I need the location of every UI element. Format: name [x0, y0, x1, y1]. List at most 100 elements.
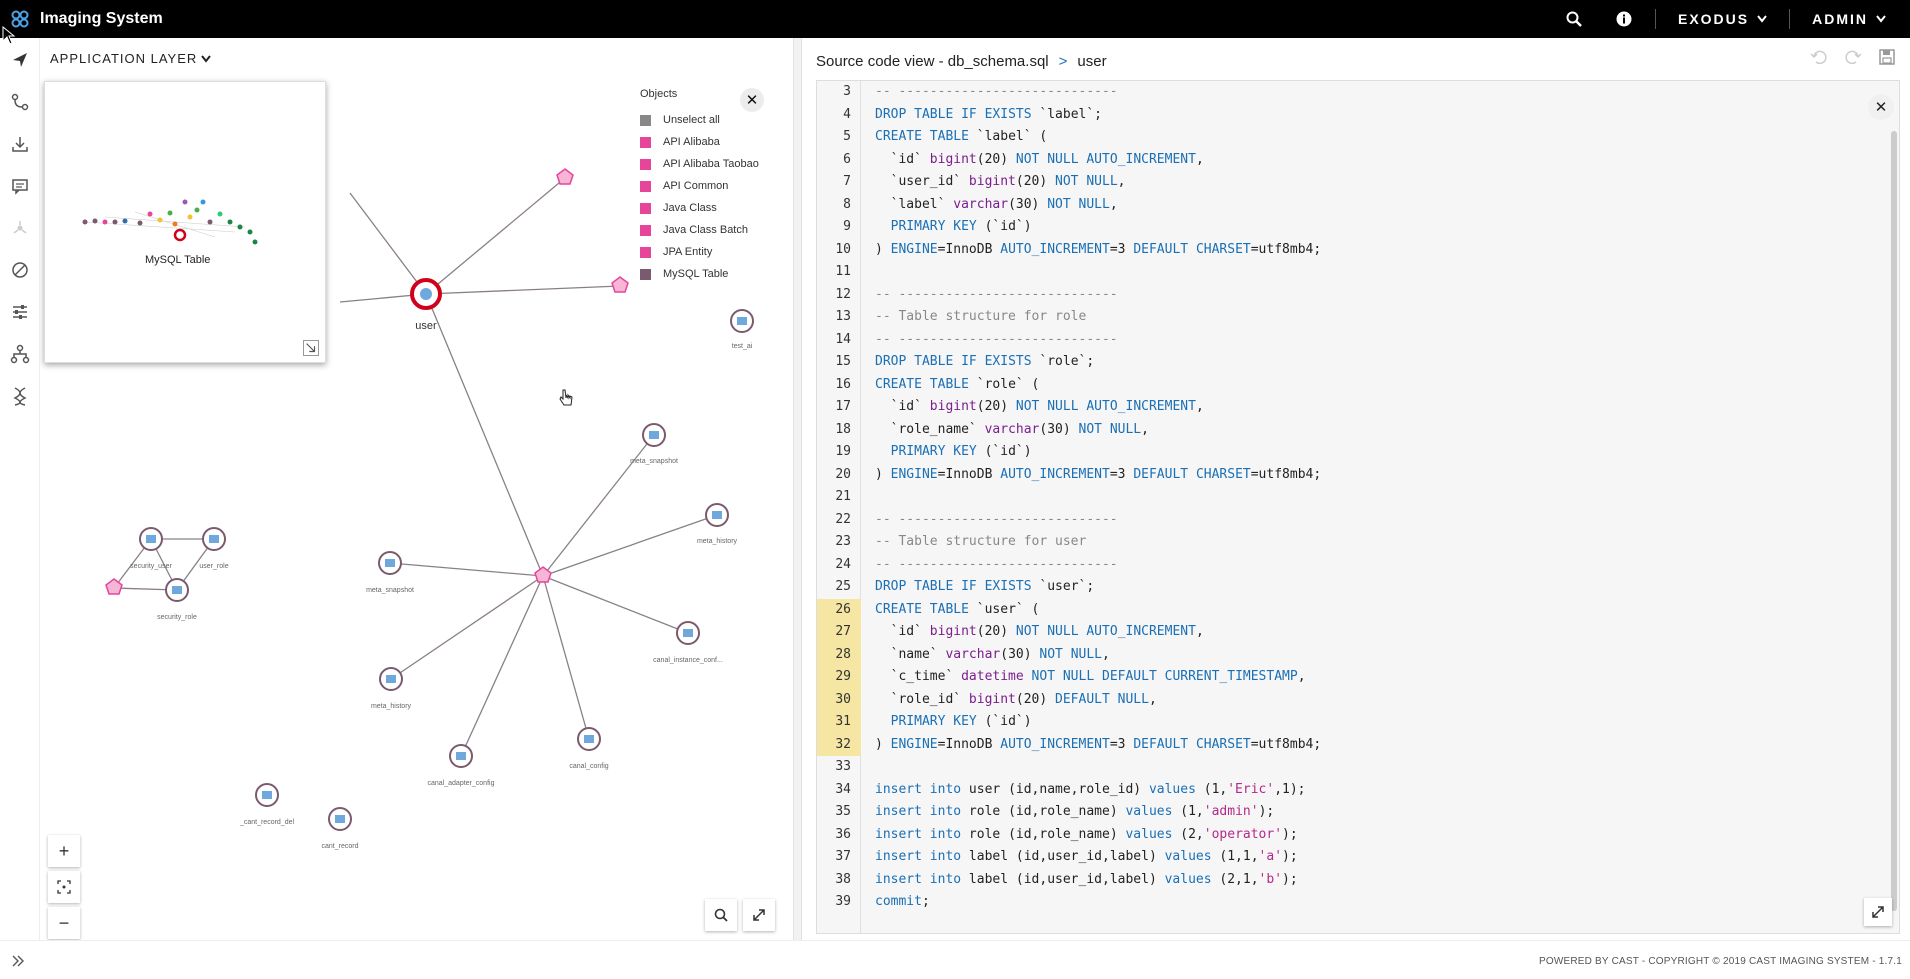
legend-item[interactable]: MySQL Table — [640, 263, 790, 285]
download-icon[interactable] — [10, 134, 30, 154]
line-text: DROP TABLE IF EXISTS `label`; — [875, 106, 1103, 122]
line-text: ) ENGINE=InnoDB AUTO_INCREMENT=3 DEFAULT… — [875, 466, 1322, 482]
line-highlight — [817, 733, 861, 756]
code-line[interactable]: 28 `name` varchar(30) NOT NULL, — [817, 643, 1899, 666]
code-line[interactable]: 21 — [817, 486, 1899, 509]
dna-icon[interactable] — [10, 386, 30, 406]
code-fullscreen-button[interactable] — [1864, 898, 1892, 926]
code-scrollbar[interactable] — [1891, 131, 1897, 911]
code-line[interactable]: 20) ENGINE=InnoDB AUTO_INCREMENT=3 DEFAU… — [817, 464, 1899, 487]
close-legend-button[interactable]: ✕ — [740, 88, 764, 112]
legend-item[interactable]: JPA Entity — [640, 241, 790, 263]
app-menu[interactable]: EXODUS — [1656, 11, 1789, 27]
code-line[interactable]: 8 `label` varchar(30) NOT NULL, — [817, 194, 1899, 217]
source-title: Source code view - db_schema.sql — [816, 53, 1049, 70]
legend-item[interactable]: API Alibaba Taobao — [640, 153, 790, 175]
code-line[interactable]: 6 `id` bigint(20) NOT NULL AUTO_INCREMEN… — [817, 149, 1899, 172]
code-line[interactable]: 24-- ---------------------------- — [817, 554, 1899, 577]
line-number: 26 — [835, 601, 851, 617]
network-icon — [13, 221, 27, 234]
line-number: 21 — [835, 489, 851, 504]
code-line[interactable]: 30 `role_id` bigint(20) DEFAULT NULL, — [817, 688, 1899, 711]
close-source-button[interactable]: ✕ — [1868, 94, 1894, 120]
code-line[interactable]: 17 `id` bigint(20) NOT NULL AUTO_INCREME… — [817, 396, 1899, 419]
legend-swatch — [640, 202, 651, 214]
code-line[interactable]: 12-- ---------------------------- — [817, 284, 1899, 307]
code-line[interactable]: 14-- ---------------------------- — [817, 329, 1899, 352]
line-highlight — [817, 643, 861, 666]
line-text: insert into label (id,user_id,label) val… — [875, 849, 1298, 864]
fit-view-button[interactable] — [48, 871, 80, 903]
code-line[interactable]: 19 PRIMARY KEY (`id`) — [817, 441, 1899, 464]
code-line[interactable]: 23-- Table structure for user — [817, 531, 1899, 554]
path-icon[interactable] — [10, 92, 30, 112]
undo-icon[interactable] — [1810, 48, 1828, 66]
hierarchy-icon[interactable] — [10, 344, 30, 364]
filter-settings-icon[interactable] — [10, 302, 30, 322]
code-line[interactable]: 29 `c_time` datetime NOT NULL DEFAULT CU… — [817, 666, 1899, 689]
save-icon[interactable] — [1878, 48, 1896, 66]
legend-item[interactable]: Unselect all — [640, 109, 790, 131]
line-number: 5 — [843, 129, 851, 144]
zoom-out-button[interactable]: − — [48, 907, 80, 939]
code-line[interactable]: 13-- Table structure for role — [817, 306, 1899, 329]
code-line[interactable]: 10) ENGINE=InnoDB AUTO_INCREMENT=3 DEFAU… — [817, 239, 1899, 262]
navigate-icon[interactable] — [10, 50, 30, 70]
source-breadcrumb: Source code view - db_schema.sql > user — [816, 53, 1107, 70]
app-logo-icon[interactable] — [10, 9, 30, 29]
legend-item[interactable]: API Alibaba — [640, 131, 790, 153]
redo-icon[interactable] — [1844, 48, 1862, 66]
legend-item[interactable]: Java Class — [640, 197, 790, 219]
layer-selector[interactable]: APPLICATION LAYER — [50, 51, 212, 66]
source-code-panel: Source code view - db_schema.sql > user … — [802, 38, 1910, 940]
panel-splitter[interactable] — [793, 38, 802, 940]
line-number: 37 — [835, 849, 851, 864]
code-line[interactable]: 27 `id` bigint(20) NOT NULL AUTO_INCREME… — [817, 621, 1899, 644]
line-text: commit; — [875, 894, 930, 909]
code-line[interactable]: 18 `role_name` varchar(30) NOT NULL, — [817, 419, 1899, 442]
user-menu[interactable]: ADMIN — [1790, 11, 1910, 27]
legend-item[interactable]: Java Class Batch — [640, 219, 790, 241]
zoom-in-button[interactable]: + — [48, 835, 80, 867]
info-icon[interactable] — [1605, 0, 1643, 38]
expand-sidebar-icon[interactable] — [10, 953, 26, 969]
node-label-meta-snapshot-r: meta_snapshot — [630, 458, 678, 465]
code-line[interactable]: 32) ENGINE=InnoDB AUTO_INCREMENT=3 DEFAU… — [817, 733, 1899, 756]
comment-icon[interactable] — [10, 176, 30, 196]
dependency-graph[interactable]: user test_ai meta_snapshot meta_history … — [40, 38, 792, 940]
graph-fullscreen-button[interactable] — [743, 899, 775, 931]
code-line[interactable]: 31 PRIMARY KEY (`id`) — [817, 711, 1899, 734]
search-icon[interactable] — [1555, 0, 1593, 38]
graph-search-button[interactable] — [705, 899, 737, 931]
code-line[interactable]: 22-- ---------------------------- — [817, 509, 1899, 532]
minimap-resize-icon[interactable] — [303, 340, 319, 356]
code-line[interactable]: 11 — [817, 261, 1899, 284]
graph-panel[interactable]: APPLICATION LAYER — [40, 38, 792, 940]
code-line[interactable]: 37 insert into label (id,user_id,label) v… — [817, 846, 1899, 869]
code-line[interactable]: 3-- ---------------------------- — [817, 81, 1899, 104]
line-highlight — [817, 621, 861, 644]
block-icon[interactable] — [10, 260, 30, 280]
line-number: 38 — [835, 871, 851, 887]
code-line[interactable]: 9 PRIMARY KEY (`id`) — [817, 216, 1899, 239]
breadcrumb-current[interactable]: user — [1077, 53, 1107, 70]
line-number: 18 — [835, 421, 851, 437]
minimap[interactable]: MySQL Table — [44, 81, 326, 363]
legend-item[interactable]: API Common — [640, 175, 790, 197]
code-line[interactable]: 7 `user_id` bigint(20) NOT NULL, — [817, 171, 1899, 194]
code-line[interactable]: 33 — [817, 756, 1899, 779]
plus-icon: + — [58, 840, 70, 861]
